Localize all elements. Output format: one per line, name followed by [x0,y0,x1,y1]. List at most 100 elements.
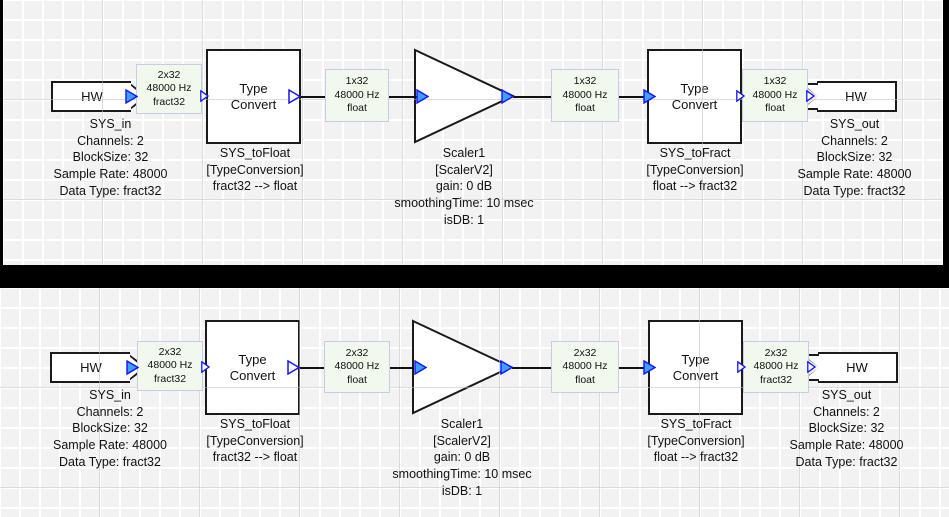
sys-in-output-port[interactable] [125,89,138,104]
signal-rate: 48000 Hz [562,88,608,101]
sys-tofloat-block[interactable]: Type Convert [205,320,300,415]
wire-sig2-to-scaler [390,367,414,369]
caption-line: Channels: 2 [76,404,144,419]
caption-line: Scaler1 [442,146,486,160]
tofloat-output-port[interactable] [288,89,301,104]
signal-dims: 2x32 [764,346,788,359]
sys-tofloat-block[interactable]: Type Convert [206,49,301,144]
sys-in-block[interactable]: HW [51,81,148,112]
caption-line: fract32 --> float [212,450,298,465]
caption-line: [ScalerV2] [435,162,493,177]
wire-scaler-to-sig3 [512,367,554,369]
signal-dims: 2x32 [157,68,181,81]
caption-line: BlockSize: 32 [72,421,148,436]
tofract-output-port[interactable] [737,361,746,373]
caption-line: [TypeConversion] [647,433,745,448]
sys-in-output-port[interactable] [126,360,139,375]
caption-line: SYS_out [821,388,872,402]
sys-tofract-label-line2: Convert [671,96,718,112]
caption-line: Channels: 2 [821,133,888,148]
caption-line: SYS_out [829,117,880,131]
tofract-input-port[interactable] [643,360,656,375]
signal-box-3[interactable]: 2x32 48000 Hz float [551,341,619,393]
signal-box-4[interactable]: 1x32 48000 Hz float [742,69,808,122]
signal-dims: 1x32 [573,75,597,88]
caption-line: SYS_in [89,388,131,402]
caption-line: smoothingTime: 10 msec [394,195,534,210]
tofloat-input-port[interactable] [200,90,209,102]
caption-line: Sample Rate: 48000 [53,437,167,452]
wire-scaler-to-sig3 [513,96,557,98]
sys-in-block-label: HW [80,360,102,375]
scaler1-input-port[interactable] [416,89,429,104]
caption-line: [TypeConversion] [206,433,304,448]
signal-box-1[interactable]: 2x32 48000 Hz fract32 [136,64,202,114]
tofloat-output-port[interactable] [287,360,300,375]
caption-line: SYS_toFloat [219,146,291,160]
caption-line: smoothingTime: 10 msec [392,466,532,481]
sys-out-input-port[interactable] [806,90,815,102]
signal-dims: 1x32 [345,75,369,88]
top-diagram-canvas[interactable]: HW 2x32 48000 Hz fract32 Type Convert 1x… [3,0,943,265]
sys-tofloat-label-line1: Type [239,81,268,97]
signal-dims: 2x32 [573,346,597,359]
signal-rate: 48000 Hz [753,360,799,373]
sys-out-block[interactable]: HW [800,81,897,112]
wire-tofloat-to-sig2 [301,96,347,98]
signal-type: fract32 [759,373,793,386]
sys-tofract-label-line1: Type [680,81,709,97]
caption-line: SYS_in [89,117,132,131]
tofract-input-port[interactable] [643,89,656,104]
signal-box-1[interactable]: 2x32 48000 Hz fract32 [137,341,203,391]
bottom-diagram-canvas[interactable]: HW 2x32 48000 Hz fract32 Type Convert 2x… [0,288,949,517]
signal-box-2[interactable]: 2x32 48000 Hz float [324,341,390,393]
signal-rate: 48000 Hz [334,88,380,101]
caption-line: Sample Rate: 48000 [789,437,904,452]
sys-tofract-block[interactable]: Type Convert [647,49,742,144]
tofract-output-port[interactable] [736,90,745,102]
caption-line: SYS_toFract [660,417,732,431]
sys-out-input-port[interactable] [807,361,816,373]
caption-line: fract32 --> float [212,179,298,194]
sys-in-block-label: HW [81,89,103,104]
sys-in-block[interactable]: HW [50,352,147,383]
sys-tofloat-label-line2: Convert [230,96,277,112]
sys-out-block[interactable]: HW [801,352,898,383]
wire-sig3-to-tofract [615,96,651,98]
wire-sig2-to-scaler [389,96,417,98]
caption-line: [ScalerV2] [433,433,491,448]
scaler1-output-port[interactable] [500,360,513,375]
sys-tofract-caption: SYS_toFract [TypeConversion] float --> f… [596,416,796,466]
sys-tofract-caption: SYS_toFract [TypeConversion] float --> f… [595,145,795,195]
caption-line: SYS_toFloat [219,417,291,431]
scaler1-output-port[interactable] [501,89,514,104]
signal-rate: 48000 Hz [334,360,380,373]
caption-line: Channels: 2 [813,404,880,419]
signal-box-2[interactable]: 1x32 48000 Hz float [325,69,389,122]
caption-line: [TypeConversion] [646,162,744,177]
signal-rate: 48000 Hz [147,359,193,372]
signal-type: float [347,102,367,115]
sys-tofloat-label-line2: Convert [229,367,276,383]
sys-tofract-block[interactable]: Type Convert [648,320,743,415]
scaler1-input-port[interactable] [414,360,427,375]
caption-line: BlockSize: 32 [816,150,893,165]
signal-type: float [347,373,367,386]
sys-tofloat-caption: SYS_toFloat [TypeConversion] fract32 -->… [155,145,355,195]
sys-tofloat-caption: SYS_toFloat [TypeConversion] fract32 -->… [155,416,355,466]
tofloat-input-port[interactable] [201,361,210,373]
caption-line: Scaler1 [440,417,484,431]
signal-box-4[interactable]: 2x32 48000 Hz fract32 [743,341,809,393]
caption-line: isDB: 1 [441,483,483,498]
caption-line: Sample Rate: 48000 [797,166,912,181]
caption-line: float --> fract32 [652,179,738,194]
signal-dims: 1x32 [763,75,787,88]
sys-in-caption: SYS_in Channels: 2 BlockSize: 32 Sample … [0,387,220,470]
signal-rate: 48000 Hz [146,82,192,95]
signal-rate: 48000 Hz [562,360,608,373]
scaler1-caption: Scaler1 [ScalerV2] gain: 0 dB smoothingT… [352,416,572,499]
wire-sig3-to-tofract [616,367,648,369]
scaler1-caption: Scaler1 [ScalerV2] gain: 0 dB smoothingT… [354,145,574,228]
signal-box-3[interactable]: 1x32 48000 Hz float [551,69,619,122]
